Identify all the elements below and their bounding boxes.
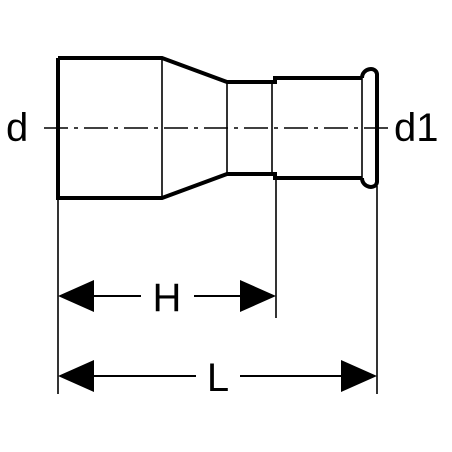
dimension-h-arrow-right: [240, 280, 276, 312]
dimension-h-label: H: [153, 276, 182, 320]
dimension-l-label: L: [207, 356, 229, 400]
dimension-l-arrow-right: [341, 360, 377, 392]
dimension-l: L: [58, 356, 377, 400]
outlet-diameter-label: d1: [394, 106, 439, 150]
dimension-h-arrow-left: [58, 280, 94, 312]
dimension-h: H: [58, 276, 276, 320]
dimension-l-arrow-left: [58, 360, 94, 392]
inlet-diameter-label: d: [6, 106, 28, 150]
